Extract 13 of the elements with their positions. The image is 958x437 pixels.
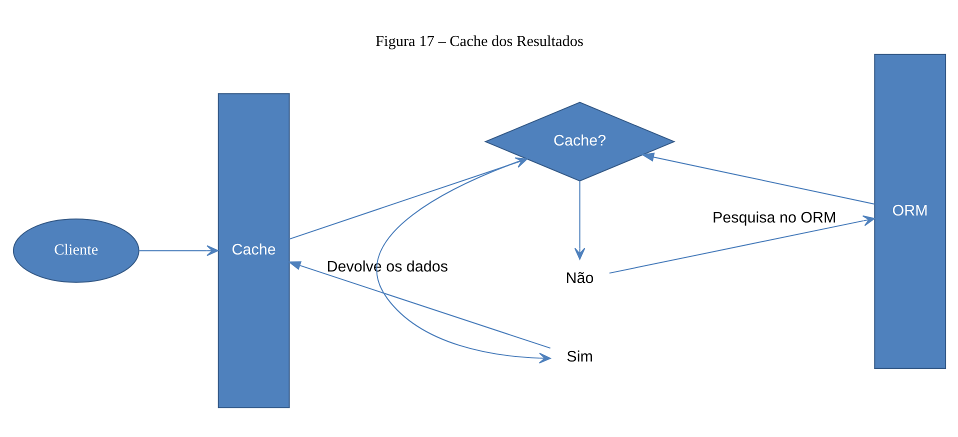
edge-label: Pesquisa no ORM (712, 210, 836, 227)
node-ellipse: Cliente (12, 218, 139, 283)
arrow (138, 245, 218, 256)
node-box: Cache (217, 93, 290, 408)
arrow (287, 261, 550, 349)
node-diamond: Cache? (484, 102, 675, 182)
diagram-title: Figura 17 – Cache dos Resultados (375, 32, 583, 50)
arrow (640, 152, 874, 205)
node-text: Não (565, 270, 594, 288)
arrow (574, 181, 585, 260)
node-text: Sim (566, 348, 592, 366)
arrow (608, 215, 874, 274)
node-box: ORM (874, 54, 946, 369)
